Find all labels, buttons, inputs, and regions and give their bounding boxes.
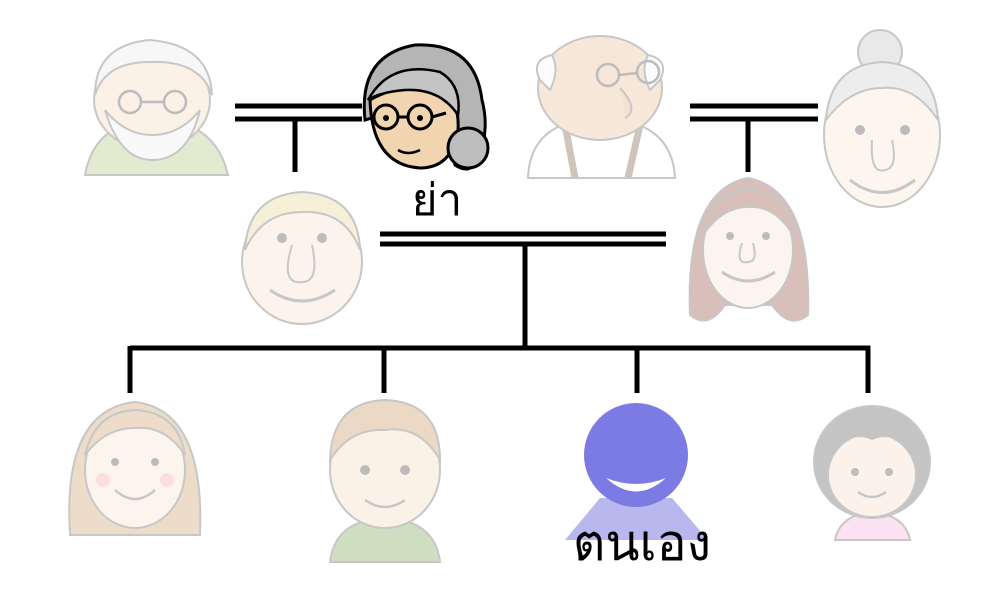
self-avatar xyxy=(565,403,708,540)
self-label: ตนเอง xyxy=(573,514,711,572)
sibling-1-portrait xyxy=(68,400,202,536)
connector-lines xyxy=(127,103,871,393)
paternal-grandfather-portrait xyxy=(83,38,230,176)
grandmother-label: ย่า xyxy=(412,175,463,226)
maternal-grandmother-portrait xyxy=(823,29,941,208)
maternal-grandfather-portrait xyxy=(526,35,677,179)
father-portrait xyxy=(241,190,363,325)
sibling-3-portrait xyxy=(813,405,931,541)
paternal-grandmother-portrait xyxy=(362,43,490,171)
sibling-2-portrait xyxy=(328,398,442,563)
mother-portrait xyxy=(688,176,810,322)
